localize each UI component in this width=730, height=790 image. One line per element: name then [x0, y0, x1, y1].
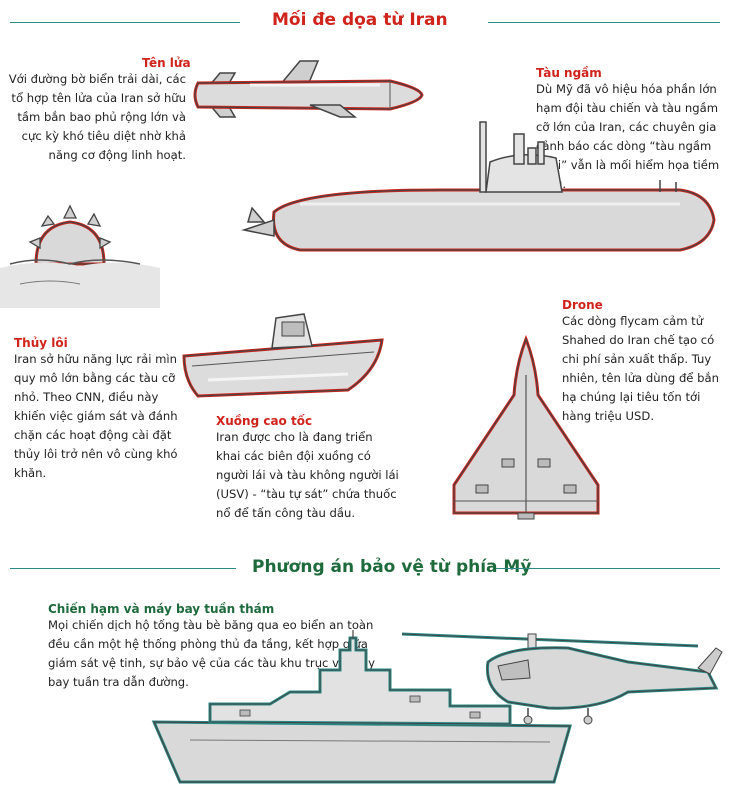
defense-title: Phương án bảo vệ từ phía Mỹ: [252, 557, 532, 577]
defense-rule-left: [10, 568, 236, 569]
missile-label: Tên lửa: [142, 56, 191, 70]
warship-illustration: [151, 630, 572, 784]
mine-text: Iran sở hữu năng lực rải mìn quy mô lớn …: [14, 352, 178, 480]
speedboat-text: Iran được cho là đang triển khai các biê…: [216, 430, 399, 520]
warships-label: Chiến hạm và máy bay tuần thám: [48, 602, 275, 616]
warships-text: Mọi chiến dịch hộ tống tàu bè băng qua e…: [48, 618, 376, 689]
drone-text: Các dòng flycam cảm tử Shahed do Iran ch…: [562, 314, 719, 423]
submarine-illustration: [241, 121, 716, 252]
helicopter-illustration: [401, 632, 723, 725]
title-rule-right: [488, 22, 720, 23]
mine-label: Thủy lôi: [14, 336, 68, 350]
mine-illustration: [0, 204, 160, 308]
missile-illustration: [193, 60, 424, 118]
drone-illustration: [452, 334, 600, 520]
speedboat-label: Xuồng cao tốc: [216, 414, 313, 428]
title-rule-left: [10, 22, 240, 23]
missile-text: Với đường bờ biển trải dài, các tổ hợp t…: [8, 72, 186, 162]
defense-rule-right: [496, 568, 720, 569]
drone-label: Drone: [562, 298, 603, 312]
submarine-label: Tàu ngầm: [536, 66, 602, 80]
speedboat-illustration: [182, 313, 384, 398]
threats-title: Mối đe dọa từ Iran: [272, 10, 448, 30]
